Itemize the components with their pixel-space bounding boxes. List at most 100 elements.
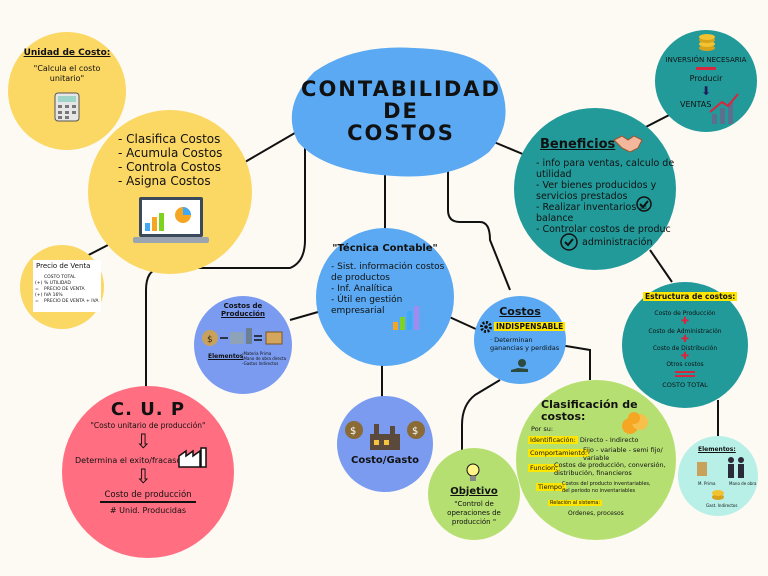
estructura-item: Costo de Distribución <box>652 345 718 352</box>
costos-title: Costos <box>499 305 541 318</box>
funciones-item: - Acumula Costos <box>118 146 223 160</box>
costo-gasto-label: Costo/Gasto <box>350 455 420 466</box>
elementos-mo: Mano de obra <box>729 481 757 486</box>
svg-text:$: $ <box>350 426 356 437</box>
beneficios-item: utilidad <box>536 169 572 180</box>
central-title-line1: CONTABILIDAD <box>301 77 501 101</box>
money-hand-icon <box>511 359 528 372</box>
clasificacion-row-text: Fijo - variable - semi fijo/ <box>583 446 663 454</box>
beneficios-item-last: administración <box>582 237 653 248</box>
cup-subtitle: "Costo unitario de producción" <box>90 421 206 430</box>
costos-prod-detail: -Mano de obra directa <box>242 356 287 361</box>
costos-badge: INDISPENSABLE <box>494 322 566 331</box>
tecnica-item: empresarial <box>331 306 385 316</box>
clasificacion-row-text: Costos del producto inventariables, <box>562 481 651 487</box>
central-title-line2: DE <box>383 99 419 123</box>
clasificacion-row: Costos de producción, conversión, distri… <box>554 461 666 477</box>
inversion-line3: VENTAS <box>680 100 712 109</box>
clasificacion-title1: Clasificación de <box>541 398 638 411</box>
plus-icon: ✚ <box>680 334 690 345</box>
elementos-title: Elementos: <box>698 446 736 453</box>
bar-growth-icon <box>393 306 419 330</box>
laptop-chart-icon <box>133 197 209 243</box>
beneficios-circle <box>514 108 676 270</box>
central-blob <box>291 47 506 177</box>
beneficios-item: servicios prestados <box>536 191 628 202</box>
connector-central-costos <box>447 165 511 291</box>
beneficios-item: - info para ventas, calculo de <box>536 158 675 169</box>
clasificacion-title: Clasificación de costos: <box>541 399 638 423</box>
beneficios-title: Beneficios <box>540 137 616 152</box>
estructura-circle <box>622 282 748 408</box>
clasificacion-row-label: Identificación: <box>528 436 578 444</box>
clasificacion-row: Costos del producto inventariables, del … <box>562 481 651 495</box>
precio-venta-row: (+)% UTILIDAD <box>35 281 71 286</box>
coins-icon <box>622 412 648 434</box>
clasificacion-row-label-tiempo: Tiempo: <box>536 483 567 491</box>
calculator-icon <box>54 92 80 122</box>
clasificacion-row-text: variable <box>583 454 610 462</box>
beneficios-item: - Ver bienes producidos y <box>536 180 657 191</box>
tecnica-item: - Inf. Analítica <box>331 284 393 294</box>
elementos-circle <box>678 436 758 516</box>
elementos-mp: M. Prima <box>698 481 716 486</box>
unidad-costo-text: "Calcula el costo unitario" <box>8 64 126 84</box>
costos-line2: ganancias y perdidas <box>490 344 560 352</box>
tecnica-item: de productos <box>331 273 390 283</box>
clasificacion-relacion: Relación al sistema: <box>548 500 603 506</box>
handshake-icon <box>613 135 643 153</box>
clasificacion-title2: costos: <box>541 410 586 423</box>
svg-text:$: $ <box>207 335 213 345</box>
clasificacion-row: Identificación: Directo - Indirecto <box>528 436 638 444</box>
estructura-item: Costo de Administración <box>648 328 722 335</box>
tecnica-item: - Útil en gestión <box>331 295 403 305</box>
precio-venta-row: =PRECIO DE VENTA + IVA <box>35 299 99 304</box>
factory-money-icon: $ $ <box>345 421 425 450</box>
arrow-down-icon: ⬇ <box>700 84 712 98</box>
clasificacion-row-label: Comportamiento: <box>528 449 590 457</box>
objetivo-text: "Control de operaciones de producción " <box>428 500 520 527</box>
cup-circle <box>62 386 234 558</box>
objetivo-line2: operaciones de <box>447 509 501 517</box>
clasificacion-row-text: Costos de producción, conversión, <box>554 461 666 469</box>
funciones-item: - Clasifica Costos <box>118 132 221 146</box>
gear-icon <box>480 321 492 333</box>
costos-prod-elementos: Elementos <box>208 353 244 360</box>
beneficios-list: - info para ventas, calculo de utilidad … <box>536 158 674 235</box>
estructura-total: COSTO TOTAL <box>662 381 708 389</box>
central-title: CONTABILIDAD DE COSTOS <box>290 78 512 144</box>
minus-mark <box>696 67 716 70</box>
coins-icon <box>712 490 724 500</box>
cup-numerator: Costo de producción <box>104 490 192 500</box>
beneficios-item: - Controlar costos de produc <box>536 224 671 235</box>
equals-mark <box>675 371 695 373</box>
objetivo-circle <box>428 448 520 540</box>
precio-venta-row: =PRECIO DE VENTA <box>35 287 85 292</box>
plus-icon: ✚ <box>680 351 690 362</box>
elements-icons <box>697 457 744 478</box>
tecnica-circle <box>316 228 454 366</box>
connector-costos-objetivo <box>461 379 501 450</box>
costos-prod-title: Costos de Producción <box>194 302 292 318</box>
unidad-costo-circle <box>8 32 126 150</box>
clasificacion-relacion-text: Ordenes, procesos <box>568 510 624 517</box>
clasificacion-relacion-label: Relación al sistema: <box>548 500 603 506</box>
arrow-down-icon: ⇩ <box>135 429 152 453</box>
funciones-item: - Asigna Costos <box>118 174 211 188</box>
costos-prod-detail: -Gastos Indirectos <box>242 361 279 366</box>
check-icon <box>560 233 578 251</box>
clasificacion-row-text: del periodo no inventariables <box>562 488 636 494</box>
check-icon <box>636 196 652 212</box>
objetivo-line1: "Control de <box>454 500 494 508</box>
central-title-line3: COSTOS <box>347 121 455 145</box>
funciones-list: - Clasifica Costos - Acumula Costos - Co… <box>118 132 222 188</box>
costos-prod-title1: Costos de <box>223 302 263 310</box>
precio-venta-row: (+)IVA 16% <box>35 293 63 298</box>
beneficios-item: balance <box>536 213 574 224</box>
tecnica-item: - Sist. información costos <box>331 262 445 272</box>
objetivo-line3: producción " <box>451 518 497 526</box>
funciones-item: - Controla Costos <box>118 160 221 174</box>
connector-costos-clasificacion <box>559 344 591 380</box>
cup-middle: Determina el exito/fracaso <box>75 456 182 465</box>
clasificacion-row-text: distribución, financieros <box>554 469 632 477</box>
